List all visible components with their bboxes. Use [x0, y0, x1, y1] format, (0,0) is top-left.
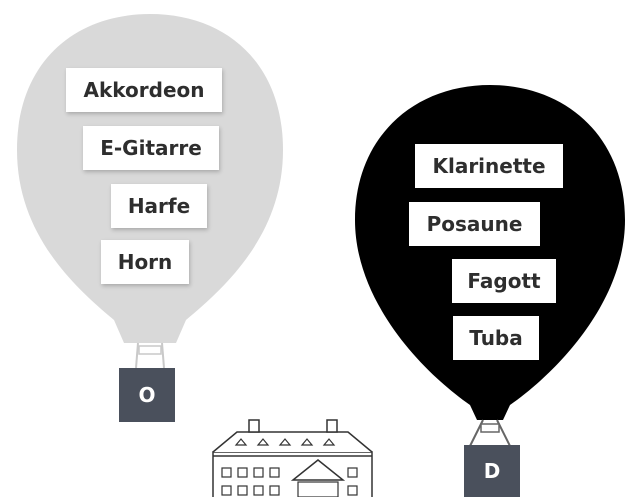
- building-icon: [212, 419, 373, 497]
- word-card-horn[interactable]: Horn: [101, 240, 189, 284]
- word-card-e-gitarre[interactable]: E-Gitarre: [83, 126, 219, 170]
- word-card-akkordeon[interactable]: Akkordeon: [66, 68, 222, 112]
- word-card-harfe[interactable]: Harfe: [111, 184, 207, 228]
- basket-right[interactable]: D: [464, 445, 520, 497]
- basket-left[interactable]: O: [119, 368, 175, 422]
- word-card-klarinette[interactable]: Klarinette: [415, 144, 563, 188]
- word-card-tuba[interactable]: Tuba: [453, 316, 539, 360]
- word-card-posaune[interactable]: Posaune: [409, 202, 540, 246]
- word-card-fagott[interactable]: Fagott: [452, 259, 556, 303]
